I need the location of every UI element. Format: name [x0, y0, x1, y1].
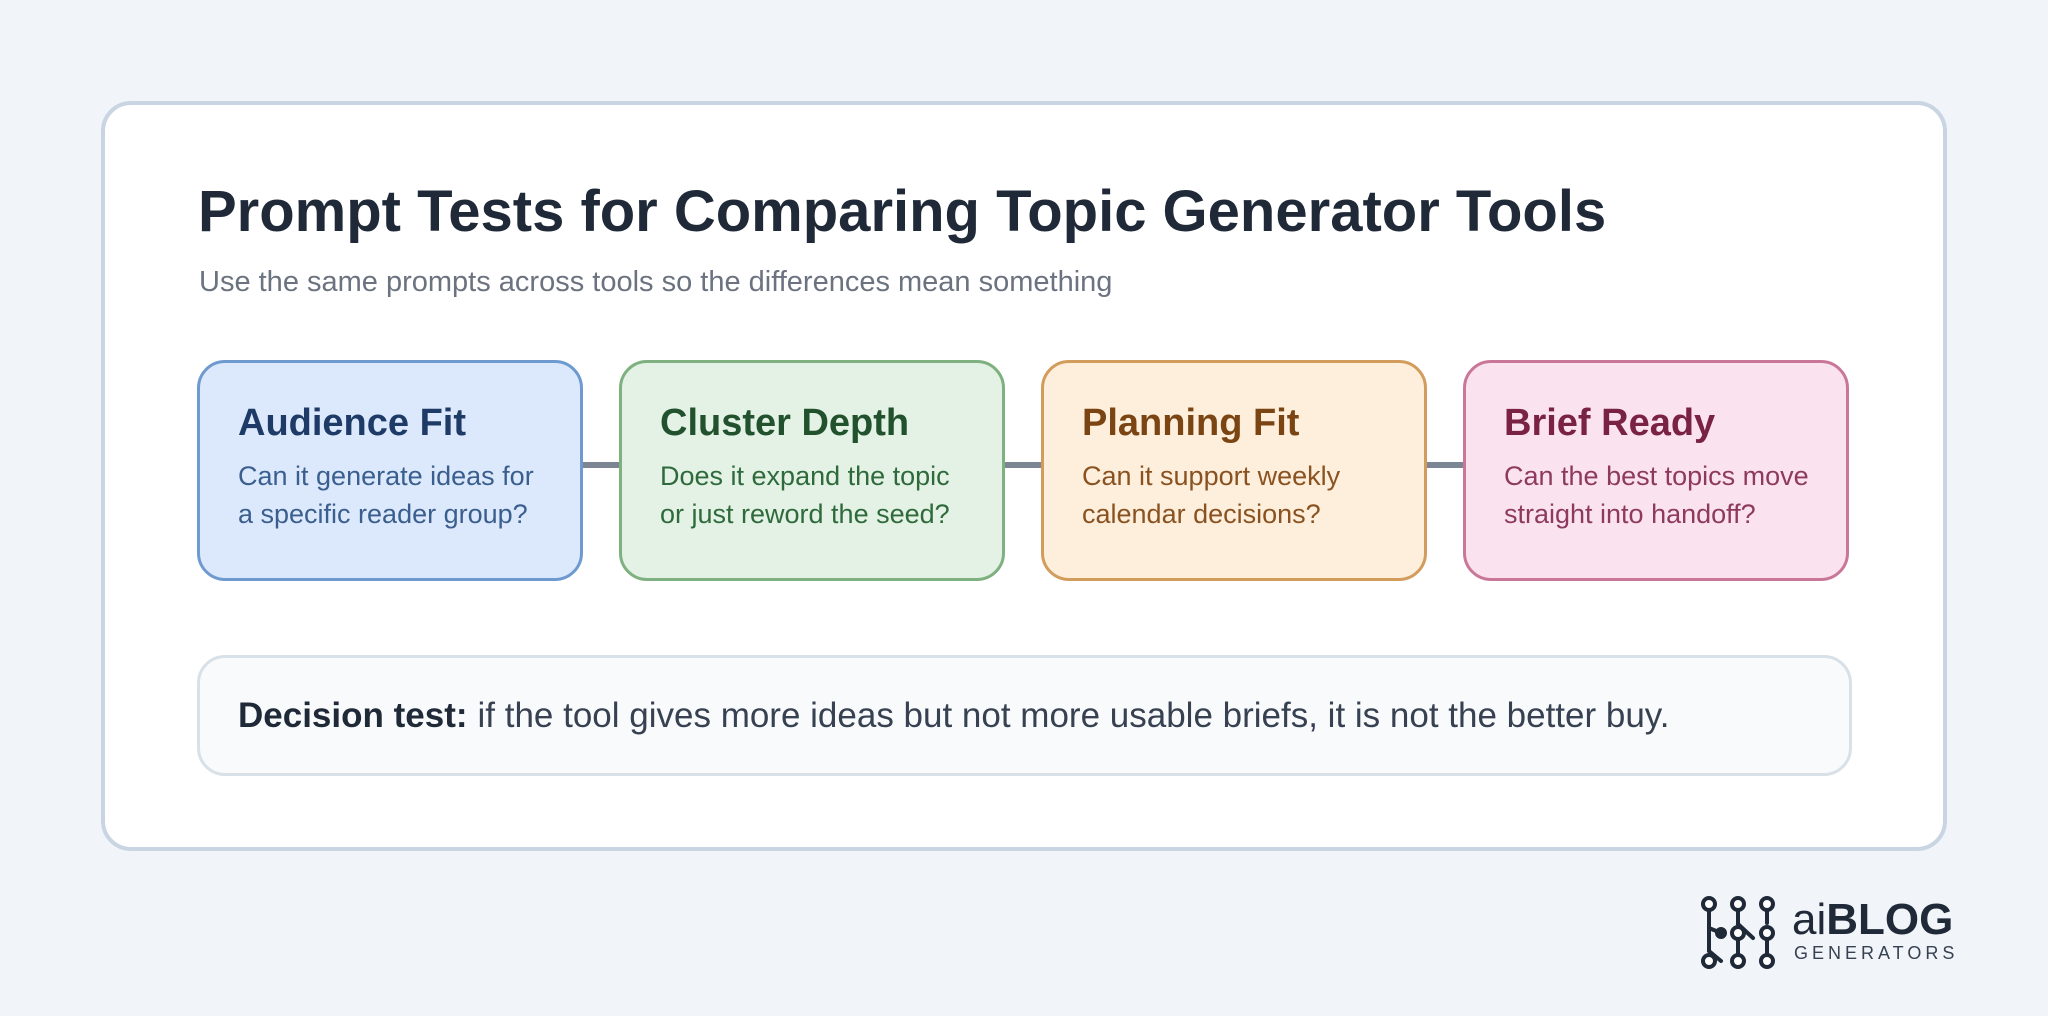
step-question: Can it support weekly calendar decisions…: [1082, 461, 1341, 529]
connector-2-3: [1002, 462, 1042, 468]
step-planning-fit: Planning Fit Can it support weekly calen…: [1041, 360, 1427, 581]
decision-text: if the tool gives more ideas but not mor…: [477, 695, 1670, 735]
connector-3-4: [1424, 462, 1464, 468]
logo-wordmark: aiBLOG: [1792, 895, 1953, 945]
page-subtitle: Use the same prompts across tools so the…: [199, 266, 1113, 298]
step-question: Does it expand the topic or just reword …: [660, 461, 950, 529]
logo-blog: BLOG: [1826, 895, 1954, 944]
connector-1-2: [580, 462, 620, 468]
brand-logo: aiBLOG GENERATORS: [1698, 893, 1954, 973]
step-question: Can the best topics move straight into h…: [1504, 461, 1809, 529]
logo-ai: ai: [1792, 895, 1827, 944]
step-title: Cluster Depth: [660, 402, 910, 444]
decision-label: Decision test:: [238, 695, 468, 735]
circuit-nodes-icon: [1701, 896, 1775, 969]
step-audience-fit: Audience Fit Can it generate ideas for a…: [197, 360, 583, 581]
step-title: Brief Ready: [1504, 402, 1716, 444]
decision-test-box: Decision test: if the tool gives more id…: [197, 655, 1852, 776]
step-question: Can it generate ideas for a specific rea…: [238, 461, 534, 529]
step-cluster-depth: Cluster Depth Does it expand the topic o…: [619, 360, 1005, 581]
logo-subtitle: GENERATORS: [1794, 943, 1959, 963]
page-title: Prompt Tests for Comparing Topic Generat…: [198, 179, 1607, 244]
step-title: Planning Fit: [1082, 402, 1300, 444]
step-title: Audience Fit: [238, 402, 467, 444]
step-brief-ready: Brief Ready Can the best topics move str…: [1463, 360, 1849, 581]
